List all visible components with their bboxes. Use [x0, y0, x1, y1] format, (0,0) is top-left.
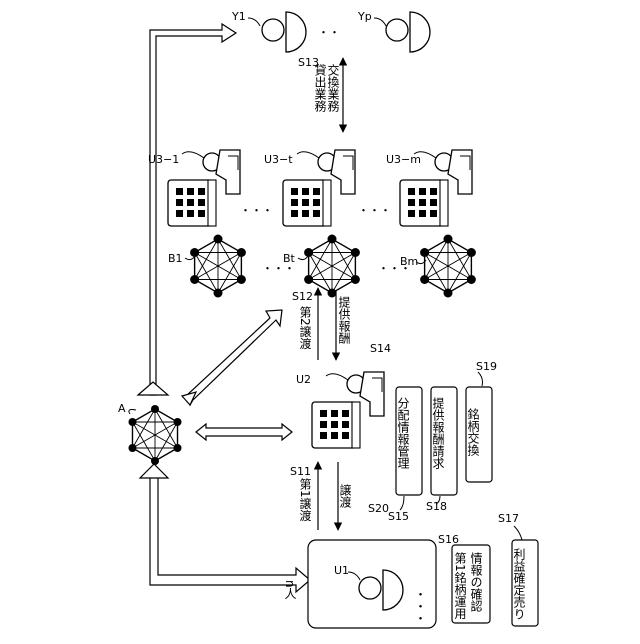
network-bt: [304, 235, 360, 298]
step-s13-code: S13: [298, 56, 319, 69]
step-s16-line1: 第1銘柄運用: [453, 552, 467, 621]
hub-label: A: [118, 402, 126, 415]
receiver-label-y1: Y1: [231, 10, 246, 23]
step-s16-code: S16: [438, 533, 459, 546]
step-s15-text: 分配情報管理: [396, 397, 410, 469]
ellipsis-networks-1: ・・・: [262, 262, 295, 275]
user-label-u3-1: U3−1: [148, 153, 179, 166]
step-s20-code: S20: [368, 502, 389, 515]
connector-hub-to-u2: [196, 424, 292, 440]
primary-user-u2: [312, 372, 384, 448]
step-s18-code: S18: [426, 500, 447, 513]
primary-user-label: U2: [296, 373, 311, 386]
ellipsis-users-1: ・・・: [240, 204, 273, 217]
ellipsis-receivers: ・・: [318, 26, 340, 39]
network-b1: [190, 235, 246, 298]
step-s19-code: S19: [476, 360, 497, 373]
step-s18-text: 提供報酬請求: [431, 396, 445, 469]
step-s12-text: 第2譲渡: [298, 306, 312, 350]
step-s14-code: S14: [370, 342, 391, 355]
step-s13-line2: 交換業務: [326, 63, 340, 113]
step-s11-text: 第1譲渡: [298, 478, 312, 522]
step-s20-text: 譲渡: [338, 483, 352, 508]
investor-user-label: U1: [334, 564, 349, 577]
network-bm: [420, 235, 476, 298]
network-label-b1: B1: [168, 252, 183, 265]
investor-ellipsis: ・・・: [413, 588, 427, 624]
connector-hub-to-networks: [182, 310, 282, 405]
user-u3-t: [283, 150, 355, 226]
step-s14-text: 提供報酬: [337, 295, 351, 345]
step-s11-code: S11: [290, 465, 311, 478]
step-s16-line2: 情報の確認: [469, 552, 483, 612]
step-s13-line1: 貸出業務: [313, 63, 327, 113]
receiver-yp: [386, 12, 430, 52]
receiver-y1: [262, 12, 306, 52]
step-s17-text: 利益確定売り: [512, 548, 526, 620]
investor-group-label: n人: [283, 580, 297, 600]
ellipsis-users-2: ・・・: [358, 204, 391, 217]
step-s15-code: S15: [388, 510, 409, 523]
user-label-u3-m: U3−m: [386, 153, 421, 166]
hub-network-a: [128, 405, 181, 465]
step-s17-code: S17: [498, 512, 519, 525]
ellipsis-networks-2: ・・・: [378, 262, 411, 275]
step-s12-code: S12: [292, 290, 313, 303]
user-label-u3-t: U3−t: [264, 153, 293, 166]
receiver-label-yp: Yp: [357, 10, 372, 23]
connector-hub-to-investors: [140, 464, 310, 592]
step-s19-text: 銘柄交換: [466, 407, 480, 456]
